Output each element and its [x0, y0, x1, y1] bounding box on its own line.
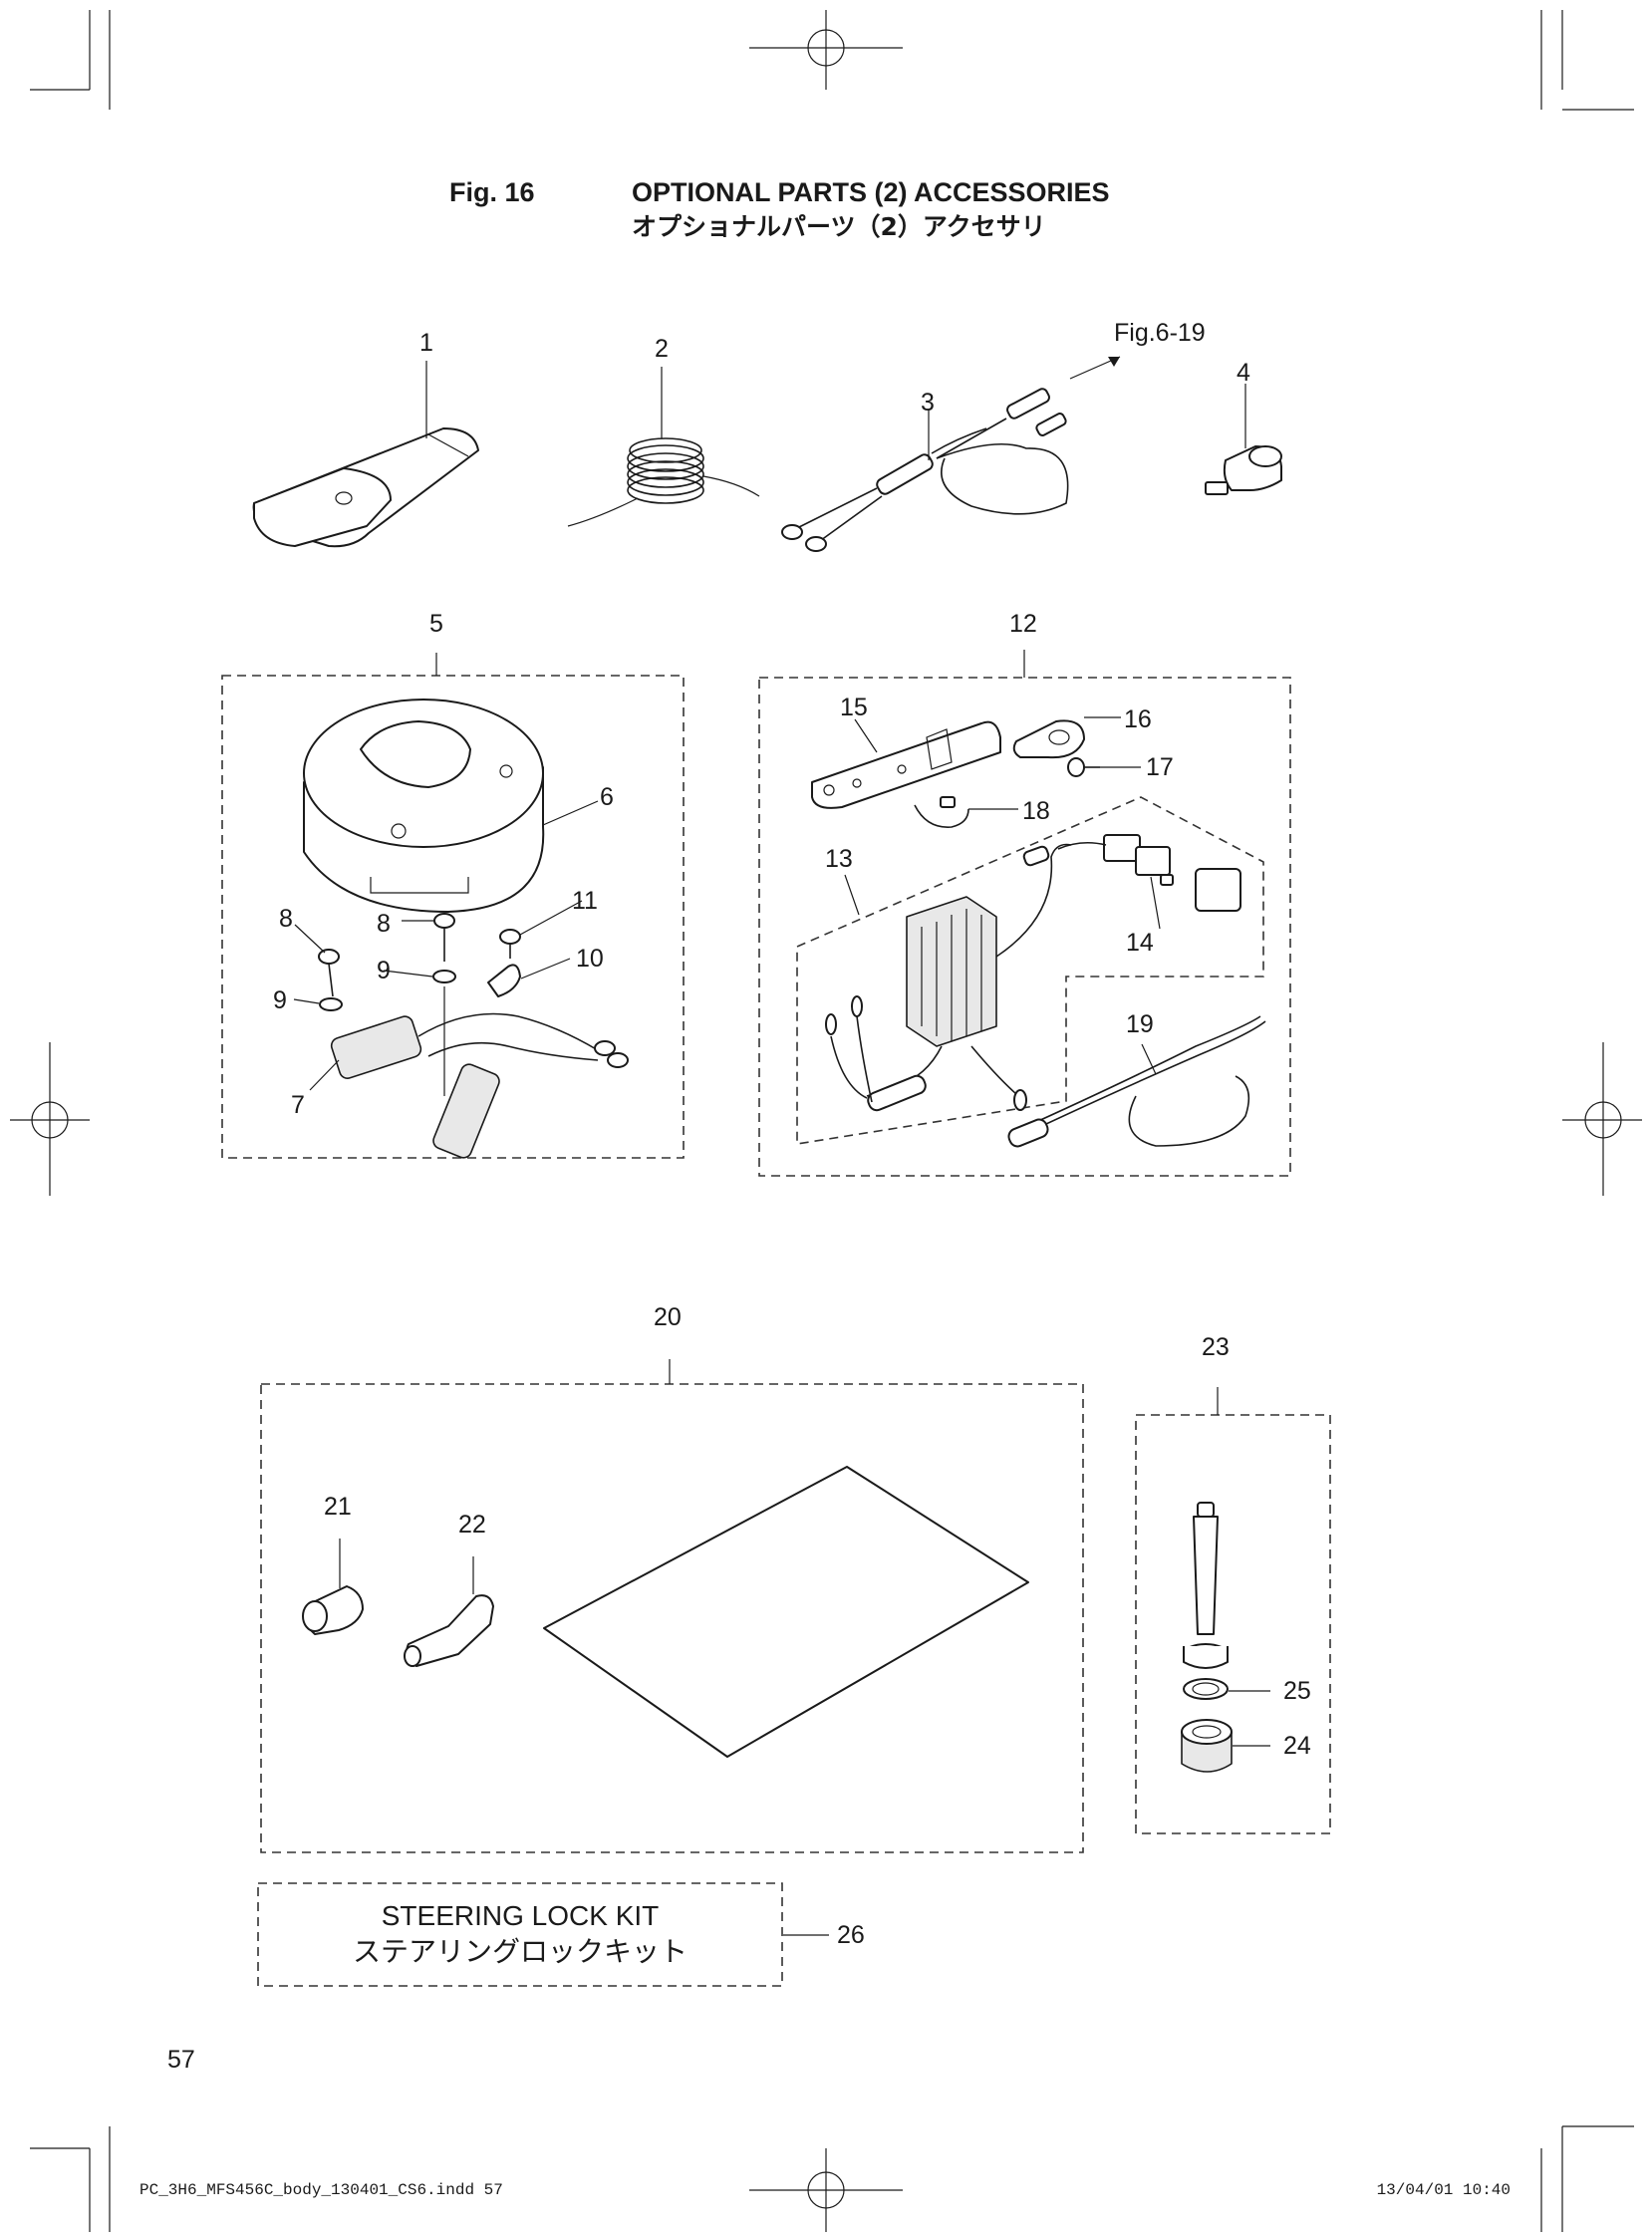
callout-24: 24 — [1283, 1732, 1311, 1760]
callout-20: 20 — [654, 1303, 682, 1331]
part-gasket-sheet — [543, 1466, 1029, 1758]
registration-mark-top — [749, 10, 903, 90]
registration-mark-right — [1562, 1042, 1642, 1196]
part-17-bolt — [1067, 757, 1100, 777]
part-2-coiled-wire — [567, 437, 760, 527]
kit-label-jp: ステアリングロックキット — [353, 1935, 688, 1968]
figure-title-jp: オプショナルパーツ（2）アクセサリ — [632, 212, 1046, 241]
callout-9a: 9 — [377, 957, 391, 984]
part-18-cable-tie — [914, 796, 969, 828]
callout-16: 16 — [1124, 705, 1152, 733]
callout-23: 23 — [1202, 1333, 1230, 1361]
callout-15: 15 — [840, 694, 868, 721]
leader-lines-box5 — [293, 653, 599, 1096]
callout-25: 25 — [1283, 1677, 1311, 1705]
callout-21: 21 — [324, 1493, 352, 1521]
registration-mark-bottom — [749, 2148, 903, 2232]
callout-1: 1 — [419, 329, 433, 357]
callout-8a: 8 — [279, 905, 293, 933]
part-13-rectifier — [825, 843, 1072, 1112]
leader-lines-top — [425, 361, 1246, 460]
registration-mark-left — [10, 1042, 90, 1196]
callout-7: 7 — [291, 1091, 305, 1119]
part-22-jet — [404, 1556, 494, 1667]
callout-17: 17 — [1146, 753, 1174, 781]
part-15-mounting-plate — [811, 720, 1001, 809]
part-14-connectors — [1057, 834, 1241, 912]
crop-marks — [30, 10, 1634, 2232]
callout-8b: 8 — [377, 910, 391, 938]
callout-18: 18 — [1022, 797, 1050, 825]
part-1-document-pouch — [252, 427, 479, 548]
callout-2: 2 — [655, 335, 669, 363]
part-10-clamp — [487, 964, 521, 997]
kit-box-12 — [758, 677, 1291, 1177]
callout-12: 12 — [1009, 610, 1037, 638]
part-19-sensor-wire — [1007, 1015, 1266, 1148]
footer-timestamp: 13/04/01 10:40 — [1377, 2181, 1511, 2199]
kit-label: STEERING LOCK KIT — [382, 1900, 660, 1931]
callout-13: 13 — [825, 845, 853, 873]
callout-numbers: 1 2 3 4 5 6 7 8 8 9 9 10 11 12 13 14 15 … — [273, 329, 1311, 1949]
part-16-clamp — [1012, 719, 1085, 759]
part-25-o-ring — [1183, 1678, 1270, 1700]
registration-marks — [10, 10, 1642, 2232]
page-number: 57 — [167, 2046, 195, 2074]
callout-10: 10 — [576, 945, 604, 973]
kit-box-13 — [796, 796, 1264, 1145]
callout-22: 22 — [458, 1511, 486, 1539]
callout-9b: 9 — [273, 986, 287, 1014]
footer-file-name: PC_3H6_MFS456C_body_130401_CS6.indd 57 — [139, 2181, 503, 2199]
callout-4: 4 — [1237, 359, 1250, 387]
kit-box-26 — [257, 1882, 783, 1987]
callout-19: 19 — [1126, 1010, 1154, 1038]
callout-26: 26 — [837, 1921, 865, 1949]
callout-11: 11 — [572, 887, 598, 915]
callout-6: 6 — [600, 783, 614, 811]
reference-arrow: Fig.6-19 — [1069, 319, 1206, 380]
figure-title: OPTIONAL PARTS (2) ACCESSORIES — [632, 177, 1110, 207]
part-6-flywheel-stator — [303, 699, 545, 913]
part-23-fuel-connector — [1183, 1502, 1229, 1669]
figure-number: Fig. 16 — [449, 177, 535, 207]
callout-5: 5 — [429, 610, 443, 638]
kit-box-20 — [260, 1383, 1084, 1853]
part-9-washers — [319, 970, 456, 1011]
callout-14: 14 — [1126, 929, 1154, 957]
part-21-plug — [302, 1539, 364, 1635]
kit-box-5 — [221, 675, 685, 1159]
callout-3: 3 — [921, 389, 935, 417]
kit-box-23 — [1135, 1414, 1331, 1834]
part-4-cap — [1205, 445, 1282, 495]
leader-lines-box12 — [844, 650, 1161, 1075]
part-8-screws — [318, 913, 455, 997]
part-7-ignition-coils — [330, 1012, 629, 1159]
part-11-bolt — [499, 929, 521, 959]
part-3-wire-harness — [781, 388, 1069, 552]
reference-fig-label: Fig.6-19 — [1114, 319, 1206, 347]
part-24-nut — [1181, 1719, 1270, 1773]
